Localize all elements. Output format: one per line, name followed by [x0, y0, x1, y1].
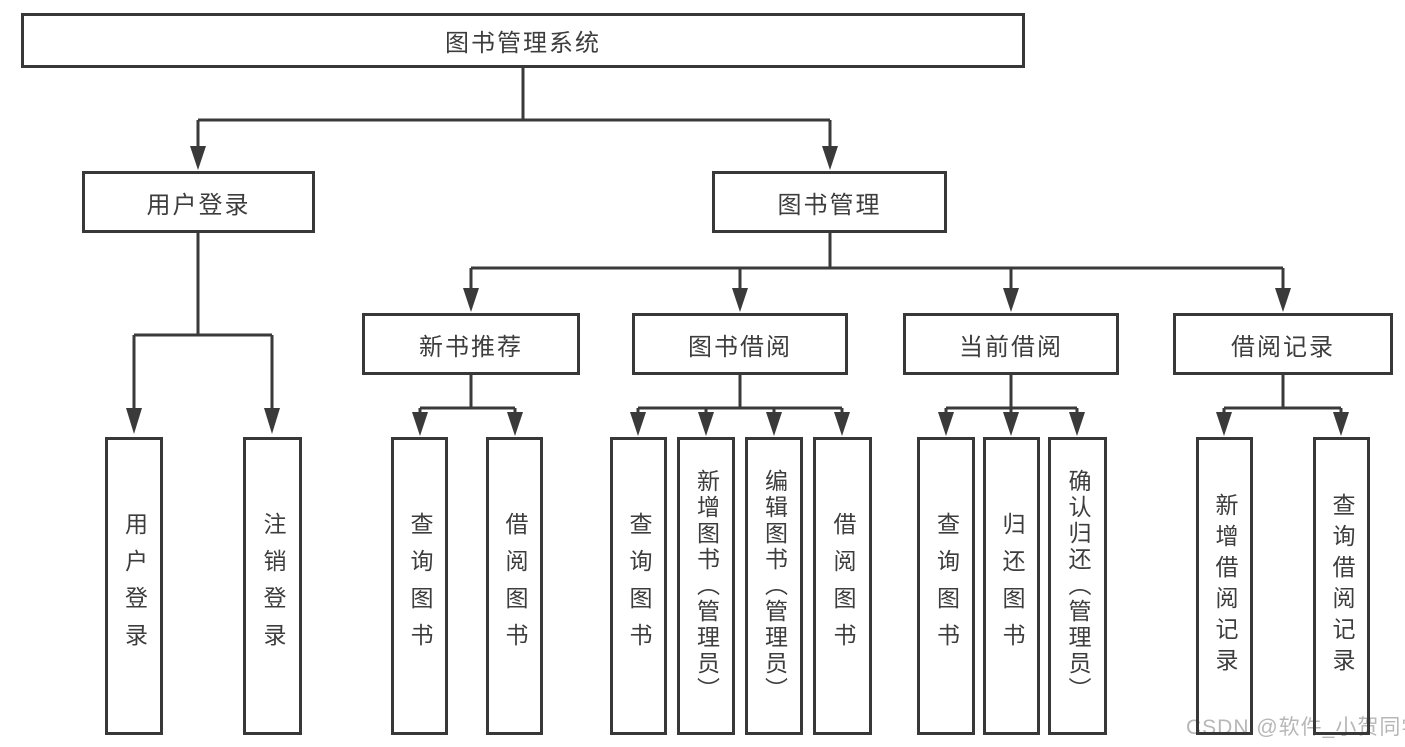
node-library-system: 图书管理系统	[21, 13, 1025, 68]
node-library-system-label: 图书管理系统	[445, 30, 601, 57]
arrowhead	[190, 146, 838, 170]
node-borrow-record: 借阅记录	[1173, 313, 1393, 375]
root-branch-line	[196, 68, 832, 150]
node-current-borrow: 当前借阅	[903, 313, 1119, 375]
book-borrow-branch-line	[636, 375, 844, 414]
node-book-borrow: 图书借阅	[632, 313, 848, 375]
leaf-return-books-label: 归还图书	[999, 512, 1025, 660]
leaf-query-books-borrow: 查询图书	[610, 437, 667, 735]
leaf-add-borrow-record: 新增借阅记录	[1196, 437, 1253, 735]
leaf-borrow-books: 借阅图书	[813, 437, 872, 735]
leaf-user-login: 用户登录	[105, 437, 163, 735]
leaf-edit-books-admin-label: 编辑图书（管理员）	[761, 469, 788, 703]
leaf-add-books-admin: 新增图书（管理员）	[677, 437, 735, 735]
node-book-management: 图书管理	[712, 171, 947, 233]
new-book-rec-branch-line	[418, 375, 517, 414]
borrow-record-branch-line	[1222, 375, 1343, 414]
csdn-watermark: CSDN @软件_小贺同学	[1186, 716, 1405, 739]
arrowhead	[1216, 412, 1349, 436]
node-book-management-label: 图书管理	[777, 191, 882, 219]
arrowhead	[938, 412, 1085, 436]
leaf-query-books-current-label: 查询图书	[933, 512, 960, 660]
leaf-confirm-return-admin: 确认归还（管理员）	[1048, 437, 1107, 735]
leaf-logout: 注销登录	[243, 437, 302, 735]
arrowhead	[126, 408, 280, 434]
leaf-user-login-label: 用户登录	[121, 512, 148, 660]
leaf-query-books-borrow-label: 查询图书	[626, 512, 652, 660]
leaf-query-books-recommend-label: 查询图书	[407, 512, 433, 660]
book-mgmt-branch-line	[469, 233, 1285, 290]
leaf-borrow-books-recommend-label: 借阅图书	[502, 512, 528, 660]
leaf-logout-label: 注销登录	[260, 512, 286, 660]
user-login-branch-line	[132, 233, 274, 410]
leaf-add-borrow-record-label: 新增借阅记录	[1212, 493, 1238, 679]
leaf-borrow-books-recommend: 借阅图书	[486, 437, 543, 735]
node-new-book-recommend: 新书推荐	[362, 313, 580, 375]
node-book-borrow-label: 图书借阅	[688, 333, 792, 361]
node-new-book-recommend-label: 新书推荐	[419, 333, 523, 361]
node-user-login: 用户登录	[82, 171, 315, 233]
node-current-borrow-label: 当前借阅	[959, 333, 1063, 361]
leaf-confirm-return-admin-label: 确认归还（管理员）	[1065, 469, 1091, 703]
arrowhead	[412, 412, 523, 436]
leaf-query-borrow-record: 查询借阅记录	[1313, 437, 1370, 735]
leaf-add-books-admin-label: 新增图书（管理员）	[693, 469, 720, 703]
node-user-login-label: 用户登录	[146, 191, 251, 219]
arrowhead	[463, 288, 1291, 312]
node-borrow-record-label: 借阅记录	[1231, 333, 1335, 361]
arrowhead	[630, 412, 850, 436]
leaf-query-borrow-record-label: 查询借阅记录	[1329, 493, 1355, 679]
current-borrow-branch-line	[944, 375, 1079, 414]
leaf-borrow-books-label: 借阅图书	[830, 512, 856, 660]
leaf-query-books-recommend: 查询图书	[391, 437, 448, 735]
leaf-return-books: 归还图书	[983, 437, 1040, 735]
leaf-edit-books-admin: 编辑图书（管理员）	[745, 437, 803, 735]
leaf-query-books-current: 查询图书	[917, 437, 975, 735]
